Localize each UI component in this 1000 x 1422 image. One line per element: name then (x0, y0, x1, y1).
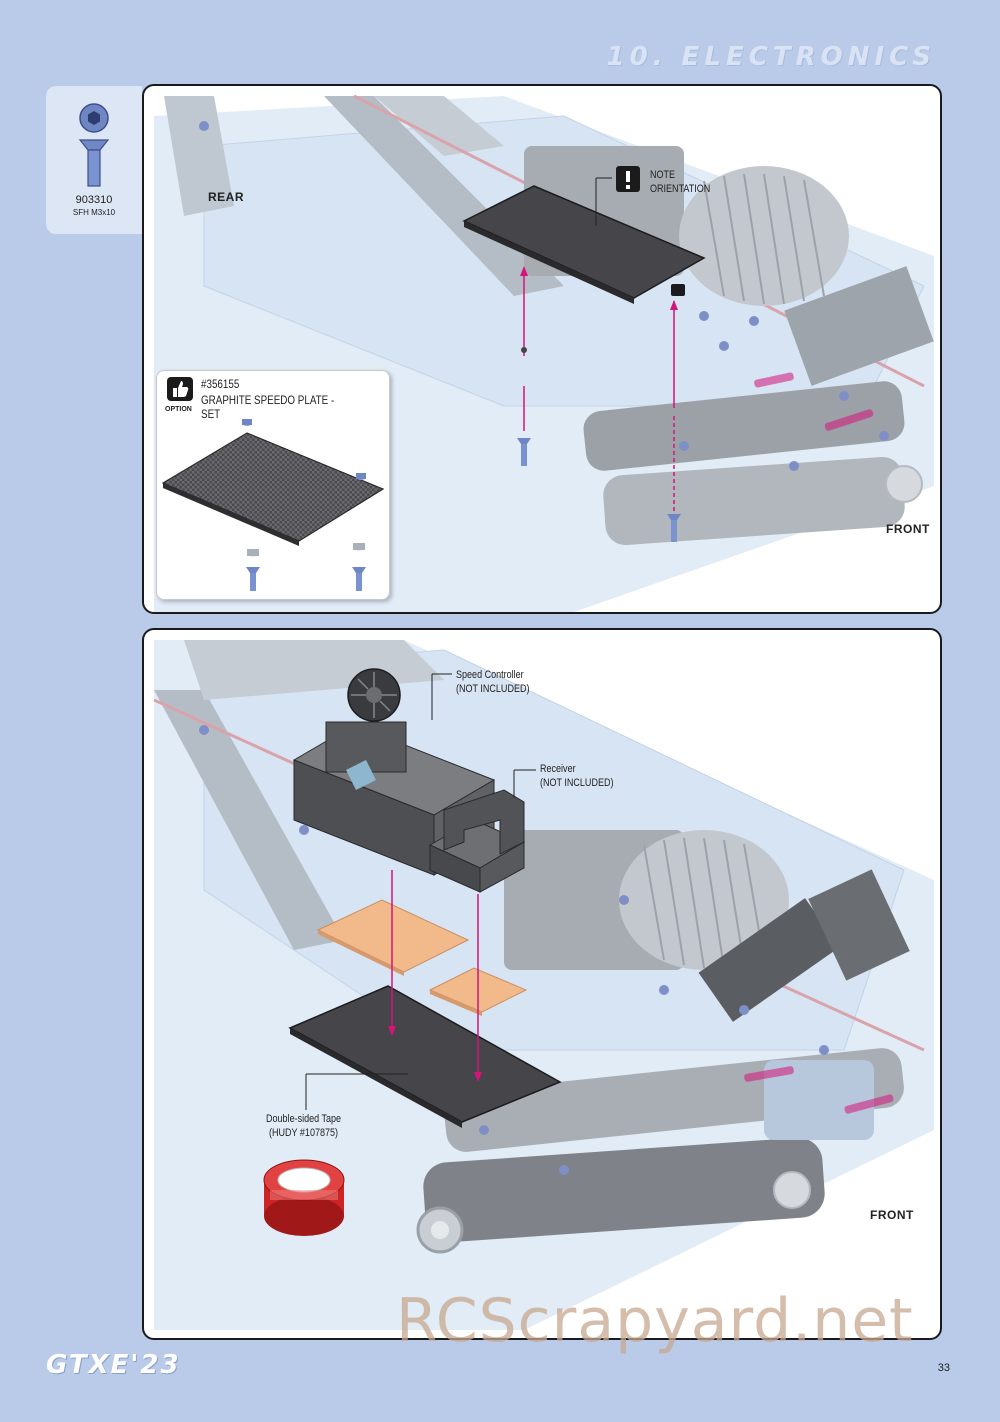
screw-icon (78, 103, 110, 187)
option-part-name: GRAPHITE SPEEDO PLATE - SET (201, 393, 335, 421)
watermark: RCScrapyard.net (396, 1286, 914, 1356)
step-2-illustration (153, 640, 934, 1330)
receiver-label: Receiver (NOT INCLUDED) (540, 763, 614, 789)
part-number: 903310 (75, 194, 113, 206)
hardware-part-tab: 903310 SFH M3x10 (46, 86, 142, 234)
double-sided-tape-label: Double-sided Tape (HUDY #107875) (266, 1113, 342, 1139)
front-direction-label: FRONT (870, 1208, 914, 1222)
thumbs-up-icon (167, 377, 193, 401)
assembly-step-1-panel: NOTE ORIENTATION REAR FRONT OPTION #3561… (142, 84, 942, 614)
part-description: SFH M3x10 (72, 208, 116, 217)
speed-controller-label: Speed Controller (NOT INCLUDED) (456, 669, 530, 695)
option-badge: OPTION (165, 406, 192, 413)
rear-direction-label: REAR (208, 190, 245, 204)
option-part-callout: OPTION #356155 GRAPHITE SPEEDO PLATE - S… (156, 370, 390, 600)
graphite-plate-illustration (161, 419, 385, 591)
gtxe-logo: GTXE'23 (46, 1350, 181, 1380)
option-part-number: #356155 (201, 377, 240, 391)
page-number: 33 (937, 1362, 950, 1374)
assembly-step-2-panel: Speed Controller (NOT INCLUDED) Receiver… (142, 628, 942, 1340)
tape-roll-illustration (263, 1159, 345, 1236)
front-direction-label: FRONT (886, 522, 930, 536)
step-1-illustration (154, 94, 934, 612)
section-title: 10. ELECTRONICS (606, 42, 936, 72)
note-orientation-label: NOTE ORIENTATION (650, 169, 711, 195)
